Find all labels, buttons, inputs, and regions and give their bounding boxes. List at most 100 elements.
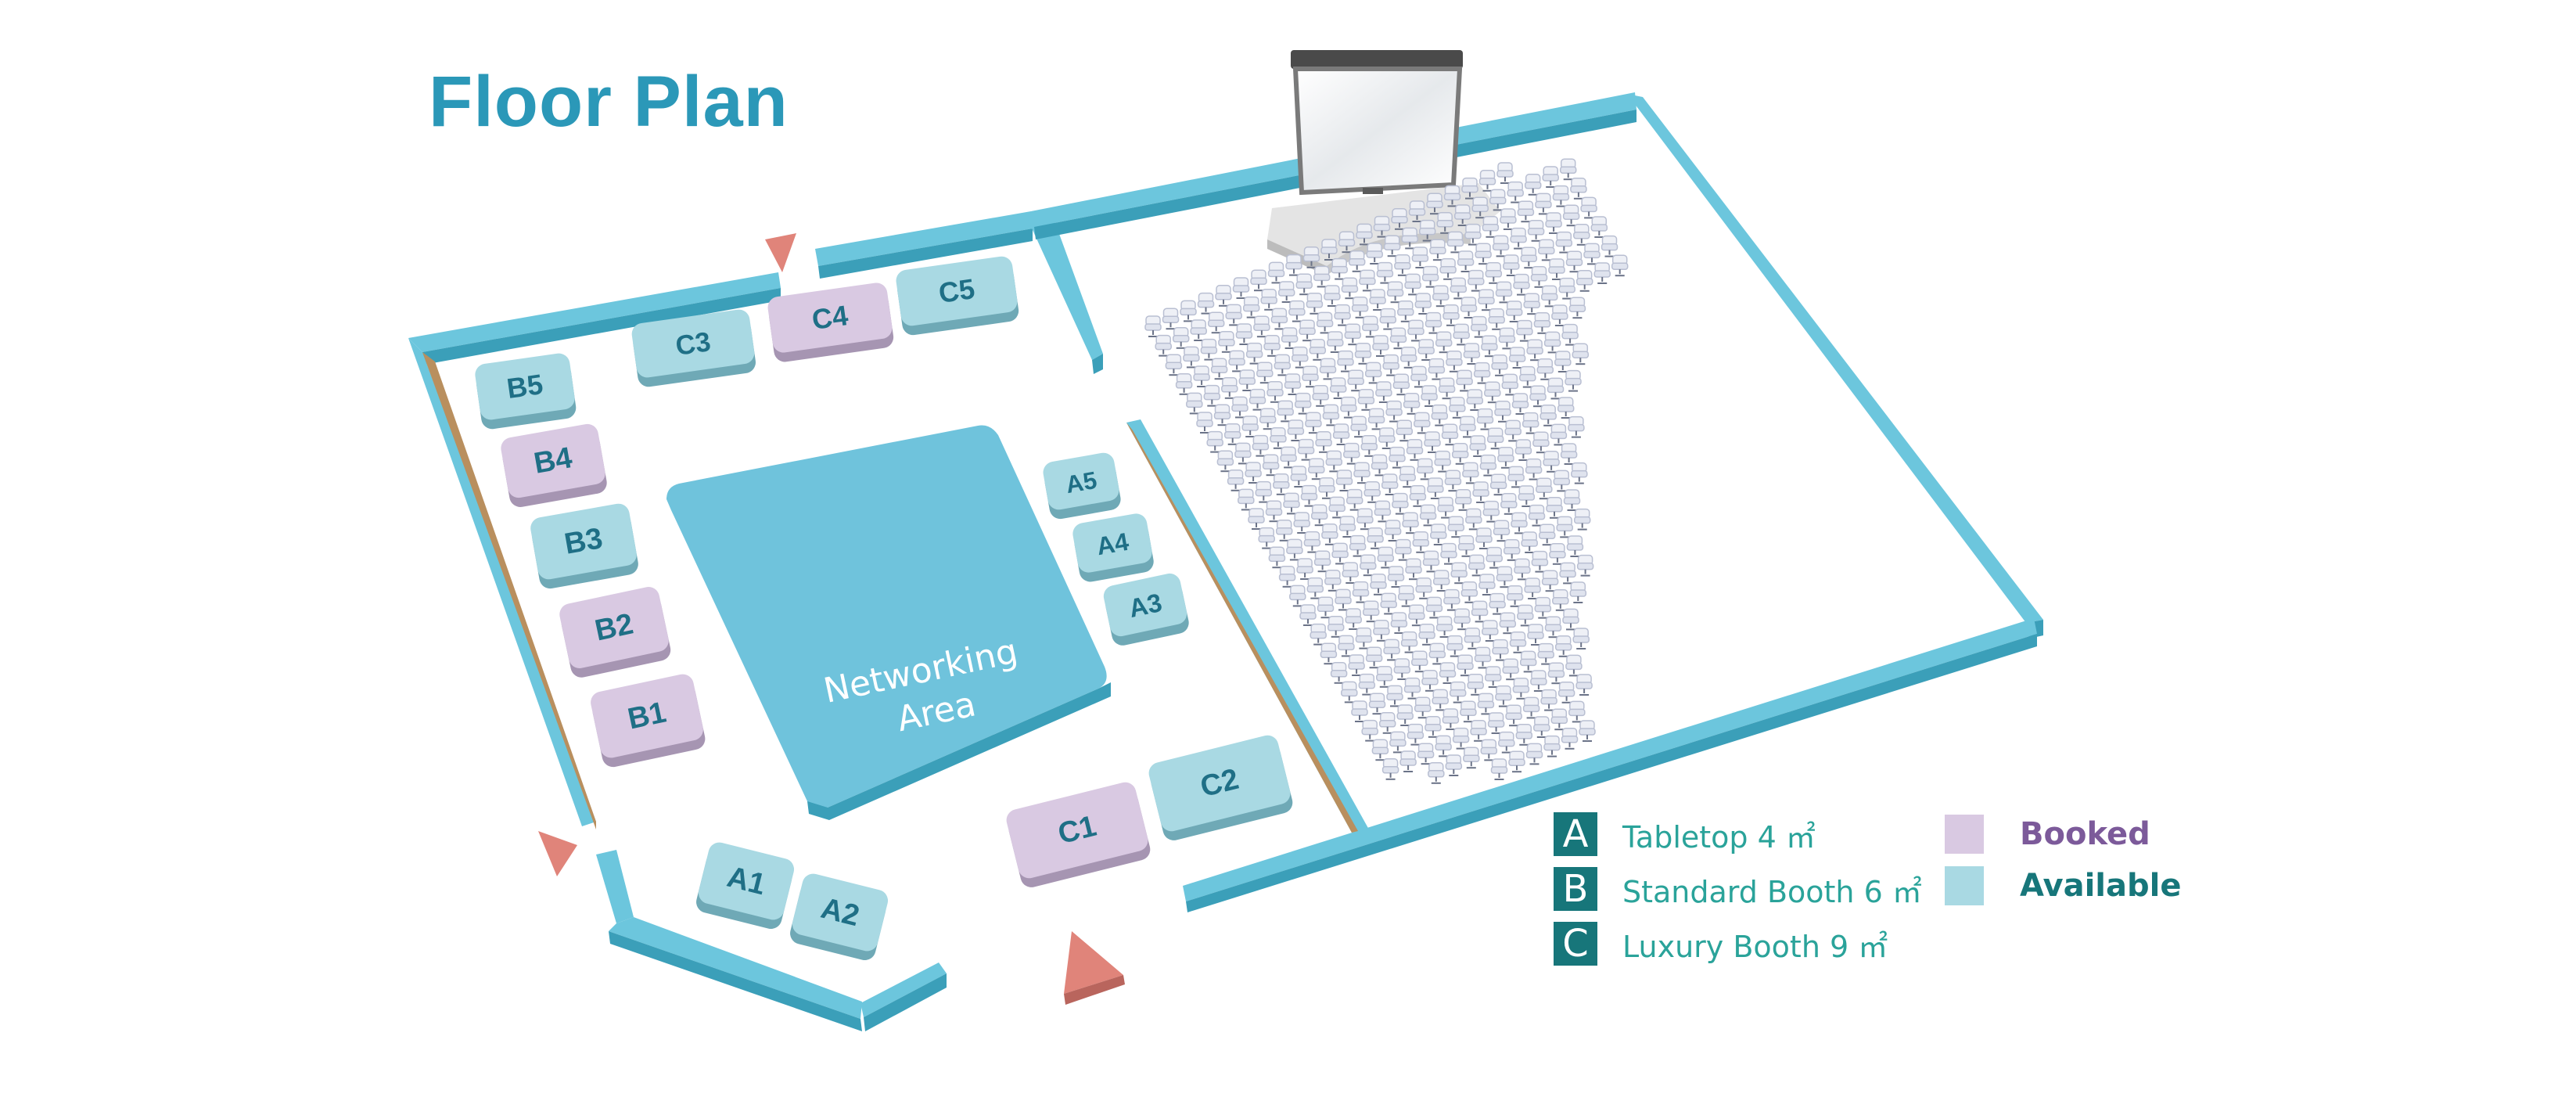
chair-icon [1411, 650, 1428, 673]
chair-icon [1499, 612, 1517, 635]
chair-icon [1250, 269, 1267, 292]
chair-icon [1338, 231, 1356, 254]
seating-area [1144, 158, 1629, 784]
booth-b1[interactable]: B1 [589, 672, 707, 769]
chair-icon [1470, 315, 1488, 338]
chair-icon [1451, 443, 1469, 465]
chair-icon [1453, 608, 1471, 631]
chair-icon [1511, 512, 1528, 534]
chair-icon [1397, 300, 1414, 322]
chair-icon [1533, 312, 1551, 334]
chair-icon [1500, 208, 1517, 230]
chair-icon [1190, 319, 1207, 341]
chair-icon [1611, 254, 1629, 277]
chair-icon [1407, 723, 1425, 746]
chair-icon [1399, 750, 1417, 772]
chair-icon [1422, 550, 1440, 573]
booth-a3[interactable]: A3 [1101, 571, 1191, 647]
chair-icon [1265, 500, 1283, 523]
chair-icon [1299, 604, 1317, 626]
chair-icon [1562, 204, 1580, 227]
chair-icon [1280, 446, 1297, 469]
chair-icon [1396, 419, 1414, 442]
booth-b4[interactable]: B4 [499, 423, 609, 509]
chair-icon [1162, 308, 1180, 330]
chair-icon [1439, 258, 1457, 280]
chair-icon [1579, 720, 1596, 742]
booth-c1[interactable]: C1 [1004, 780, 1153, 890]
chair-icon [1527, 220, 1545, 242]
chair-icon [1506, 585, 1524, 607]
chair-icon [1288, 300, 1306, 322]
chair-icon [1395, 538, 1412, 561]
booth-a5[interactable]: A5 [1041, 451, 1122, 520]
chair-icon [1367, 408, 1385, 430]
chair-icon [1460, 581, 1478, 603]
chair-icon [1507, 466, 1525, 488]
chair-icon [1535, 192, 1552, 215]
chair-icon [1356, 223, 1373, 246]
chair-icon [1529, 385, 1547, 408]
chair-icon [1421, 265, 1439, 288]
chair-icon [1376, 666, 1393, 688]
chair-icon [1453, 204, 1471, 226]
chair-icon [1459, 416, 1476, 438]
chair-icon [1565, 369, 1582, 392]
chair-icon [1386, 281, 1404, 304]
chair-icon [1471, 196, 1489, 219]
chair-icon [1215, 285, 1232, 307]
chair-icon [1568, 297, 1586, 319]
chair-icon [1475, 527, 1493, 549]
chair-icon [1414, 293, 1432, 315]
chair-icon [1533, 716, 1550, 738]
chair-icon [1449, 681, 1467, 703]
chair-icon [1297, 438, 1315, 461]
chair-icon [1572, 628, 1590, 649]
chair-icon [1277, 400, 1294, 423]
booth-b5[interactable]: B5 [474, 352, 578, 430]
booth-c4[interactable]: C4 [767, 282, 895, 364]
chair-icon [1418, 624, 1435, 646]
chair-icon [1234, 442, 1252, 465]
booth-c5[interactable]: C5 [895, 255, 1020, 336]
chair-icon [1476, 408, 1494, 430]
chair-icon [1460, 700, 1477, 723]
chair-icon [1338, 635, 1355, 657]
chair-icon [1477, 693, 1495, 715]
chair-icon [1467, 674, 1484, 696]
chair-icon [1371, 739, 1389, 761]
chair-icon [1541, 570, 1559, 592]
chair-icon [1545, 212, 1562, 234]
chair-icon [1509, 631, 1527, 653]
chair-icon [1478, 574, 1496, 595]
booth-type-legend: A Tabletop 4 ㎡ B Standard Booth 6 ㎡ C Lu… [1554, 812, 1922, 977]
chair-icon [1530, 670, 1547, 692]
chair-icon [1472, 481, 1489, 503]
chair-icon [1270, 308, 1288, 330]
chair-icon [1513, 273, 1530, 296]
booth-a1[interactable]: A1 [694, 840, 796, 931]
chair-icon [1375, 381, 1392, 403]
legend-item-booked: Booked [1945, 814, 2181, 855]
chair-icon [1354, 343, 1372, 365]
chair-icon [1485, 262, 1503, 284]
booth-a2[interactable]: A2 [788, 872, 890, 962]
chair-icon [1426, 192, 1443, 215]
chair-icon [1144, 315, 1162, 337]
chair-icon [1207, 311, 1225, 334]
booth-c2[interactable]: C2 [1147, 733, 1295, 843]
chair-icon [1571, 462, 1588, 484]
chair-icon [1593, 262, 1611, 284]
chair-icon [1601, 235, 1619, 257]
chair-icon [1519, 650, 1537, 673]
booth-b3[interactable]: B3 [529, 502, 640, 590]
booth-b2[interactable]: B2 [558, 585, 673, 679]
chair-icon [1432, 285, 1450, 308]
booth-a4[interactable]: A4 [1071, 512, 1155, 584]
chair-icon [1537, 642, 1554, 665]
chair-icon [1443, 185, 1461, 207]
booth-c3[interactable]: C3 [631, 308, 757, 388]
chair-icon [1534, 596, 1552, 619]
chair-icon [1530, 266, 1548, 288]
